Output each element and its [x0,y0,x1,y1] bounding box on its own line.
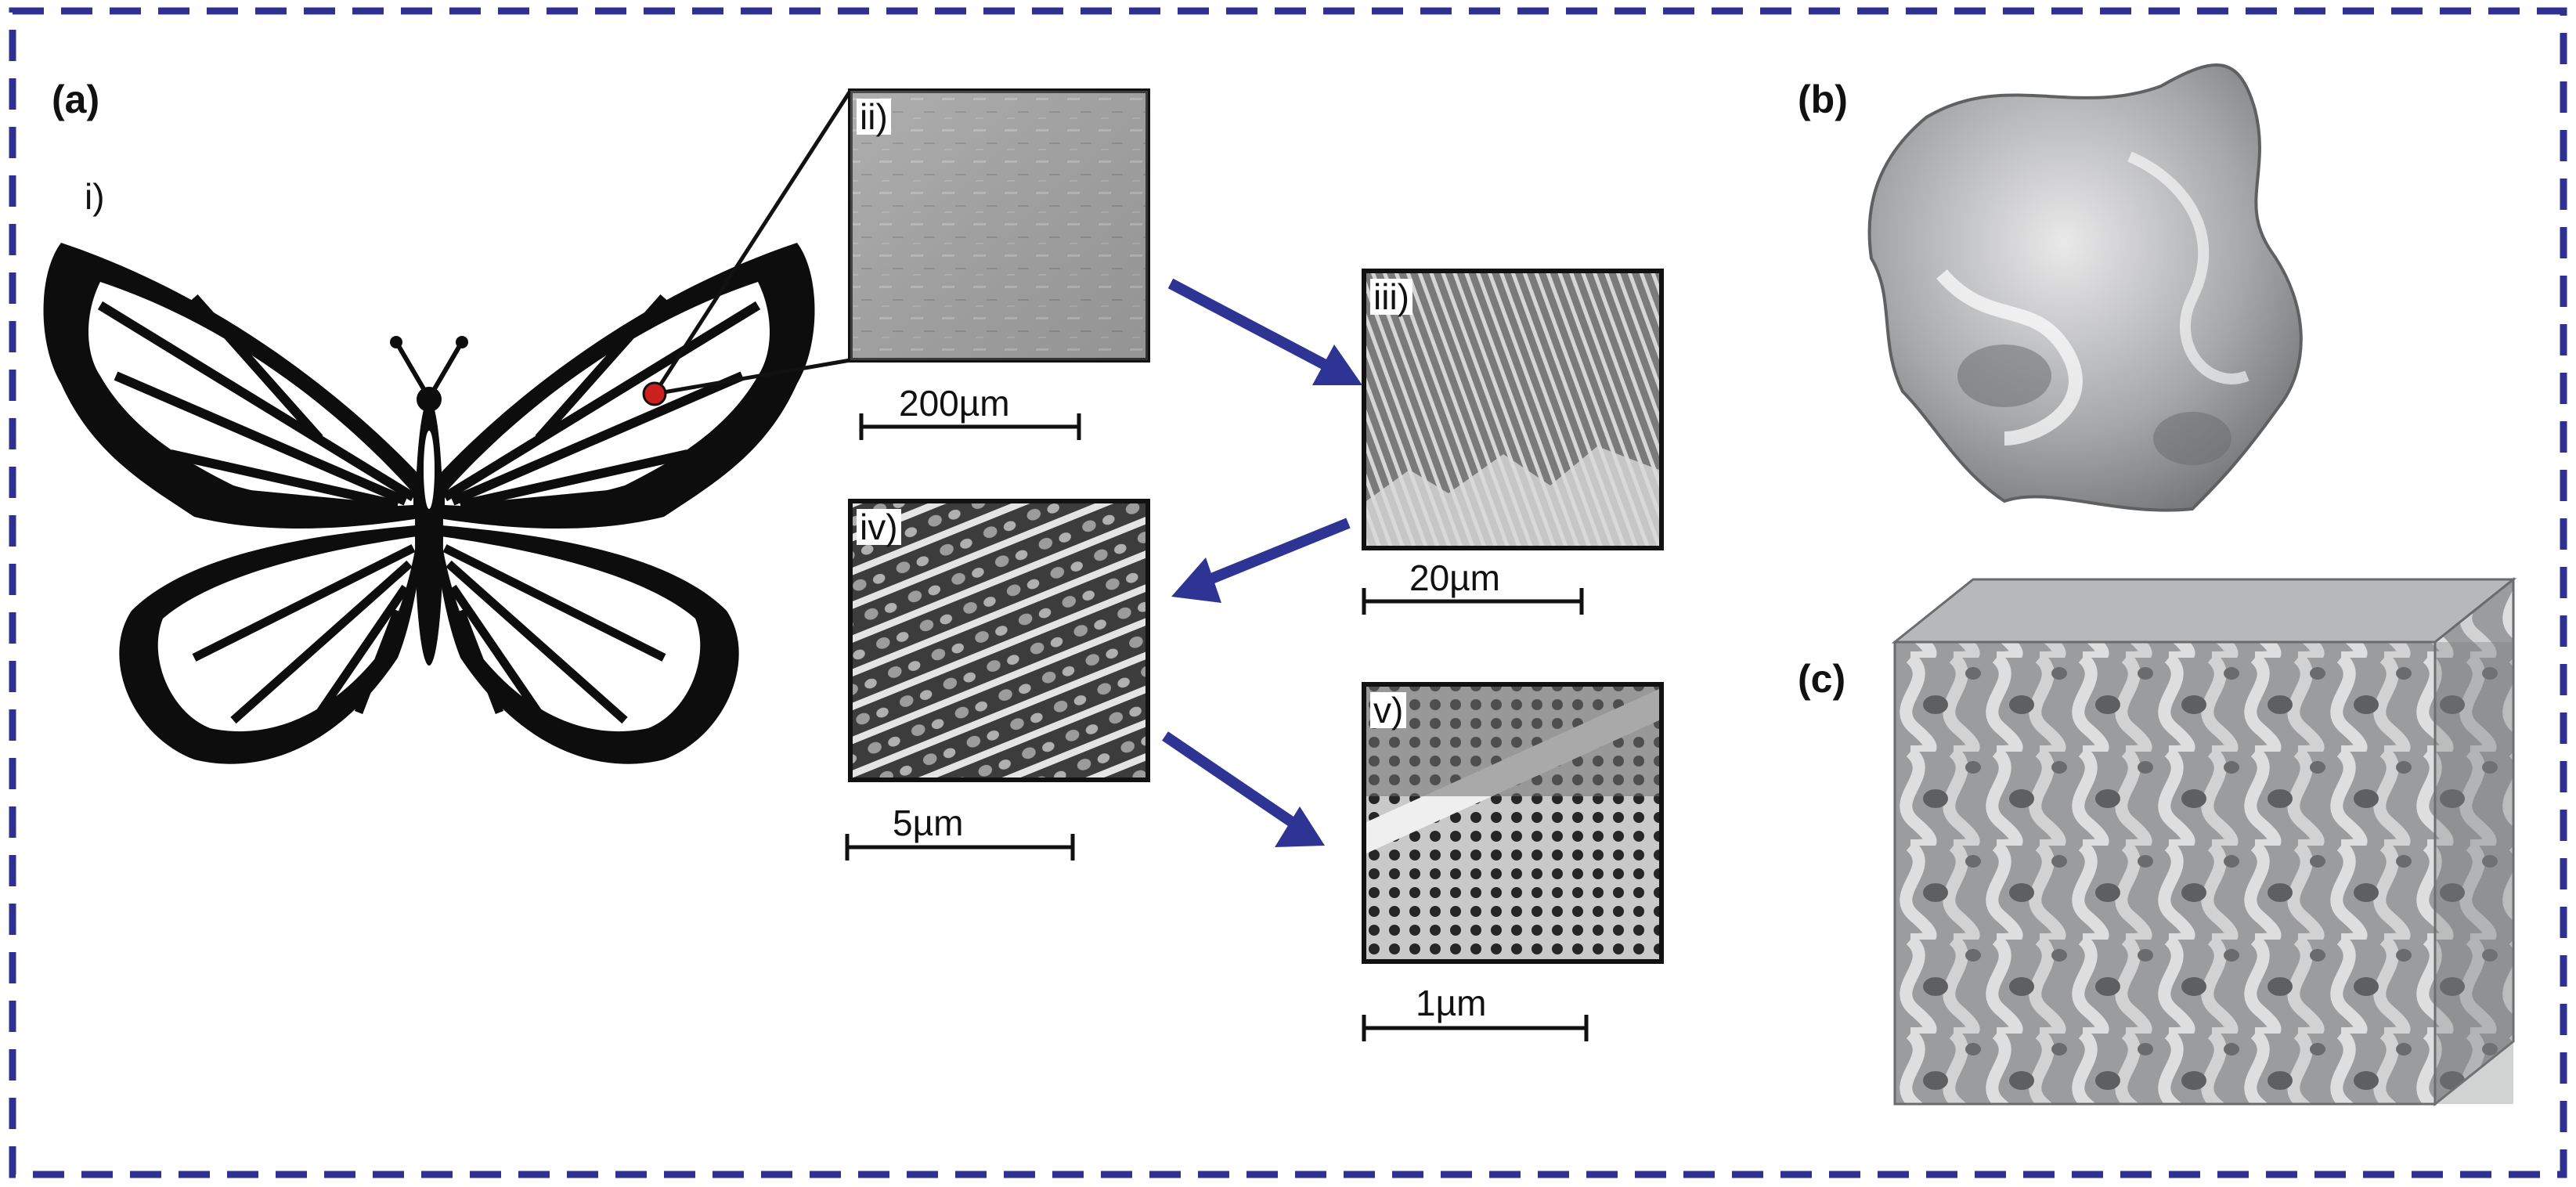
sem-image-iv [848,499,1150,782]
gyroid-lattice [1891,576,2517,1107]
zoom-line-lower [654,358,851,396]
scale-label-iii: 20µm [1409,557,1500,598]
butterfly-illustration [43,243,815,764]
subpanel-label-ii: ii) [857,99,891,135]
scale-label-iv: 5µm [893,803,964,843]
subpanel-label-iii: iii) [1370,279,1412,315]
arrow-iv-to-v-arrow-right-icon [1162,731,1325,847]
figure-border [9,7,2567,1178]
zoom-line-upper [652,89,853,395]
panel-label-c: (c) [1798,657,1846,701]
scale-label-v: 1µm [1416,983,1487,1023]
panel-label-a: (a) [52,78,100,121]
panel-label-b: (b) [1798,78,1848,121]
subpanel-label-i: i) [85,176,105,217]
sem-image-iii [1362,269,1664,550]
sem-image-ii [848,88,1150,363]
gyroid-unit-cell [1867,63,2303,512]
subpanel-label-iv: iv) [857,509,901,545]
sem-image-v [1362,682,1664,964]
arrow-iii-to-iv-arrow-right-icon [1171,518,1351,603]
scale-label-ii: 200µm [899,383,1010,424]
subpanel-label-v: v) [1370,692,1407,728]
sample-marker-dot-icon [642,381,667,406]
arrow-ii-to-iii-arrow-right-icon [1167,278,1362,385]
